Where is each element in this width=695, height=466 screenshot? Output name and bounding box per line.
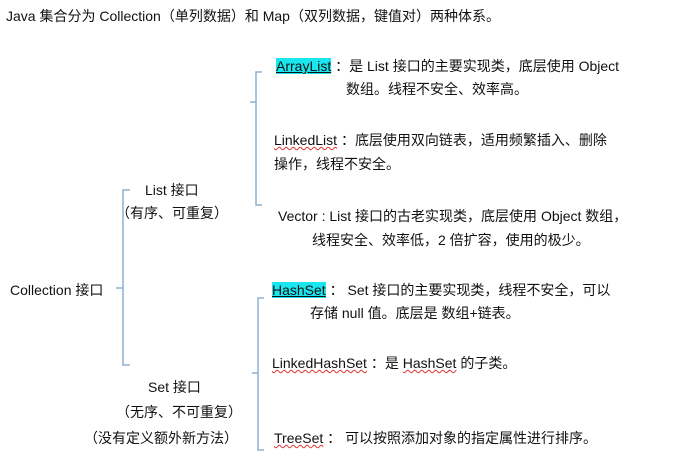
linkedhashset-name: LinkedHashSet: [272, 355, 367, 371]
sep: ：: [370, 355, 385, 371]
collection-label: Collection 接口: [10, 282, 104, 298]
collection-bracket: [116, 189, 130, 366]
vector-name: Vector: [278, 208, 318, 224]
hashset-name: HashSet: [272, 282, 326, 298]
sep: :: [321, 208, 326, 224]
sep: ：: [335, 58, 350, 74]
arraylist-name: ArrayList: [276, 58, 332, 74]
set-bracket: [252, 297, 264, 451]
linkedhashset-desc-b: 的子类。: [456, 355, 517, 371]
vector-row: Vector : List 接口的古老实现类，底层使用 Object 数组，: [278, 207, 627, 225]
treeset-desc: 可以按照添加对象的指定属性进行排序。: [345, 430, 598, 446]
linkedhashset-desc-a: 是: [384, 355, 403, 371]
arraylist-desc2: 数组。线程不安全、效率高。: [346, 81, 528, 97]
hashset-desc: Set 接口的主要实现类，线程不安全，可以: [347, 282, 611, 298]
hashset-ref: HashSet: [402, 355, 457, 371]
list-note: （有序、可重复）: [116, 205, 228, 221]
treeset-row: TreeSet ： 可以按照添加对象的指定属性进行排序。: [274, 429, 597, 447]
linkedlist-name: LinkedList: [274, 132, 338, 148]
arraylist-desc: 是 List 接口的主要实现类，底层使用 Object: [349, 58, 620, 74]
sep: ：: [327, 430, 342, 446]
set-note: （无序、不可重复）: [116, 404, 242, 420]
sep: ：: [329, 282, 344, 298]
hashset-desc2: 存储 null 值。底层是 数组+链表。: [310, 305, 520, 321]
sep: ：: [340, 132, 355, 148]
list-label: List 接口: [145, 182, 199, 198]
page-title: Java 集合分为 Collection（单列数据）和 Map（双列数据，键值对…: [6, 8, 500, 24]
hashset-row: HashSet ： Set 接口的主要实现类，线程不安全，可以: [272, 281, 610, 299]
vector-desc2: 线程安全、效率低，2 倍扩容，使用的极少。: [312, 232, 590, 248]
treeset-name: TreeSet: [274, 430, 324, 446]
linkedhashset-row: LinkedHashSet ：是 HashSet 的子类。: [272, 354, 516, 372]
vector-desc: List 接口的古老实现类，底层使用 Object 数组，: [329, 208, 628, 224]
linkedlist-desc: 底层使用双向链表，适用频繁插入、删除: [354, 132, 607, 148]
set-note2: （没有定义额外新方法）: [84, 430, 238, 446]
linkedlist-row: LinkedList ：底层使用双向链表，适用频繁插入、删除: [274, 131, 607, 149]
arraylist-row: ArrayList ：是 List 接口的主要实现类，底层使用 Object: [276, 57, 619, 75]
linkedlist-desc2: 操作，线程不安全。: [274, 156, 400, 172]
list-bracket: [250, 71, 262, 206]
set-label: Set 接口: [148, 379, 201, 395]
